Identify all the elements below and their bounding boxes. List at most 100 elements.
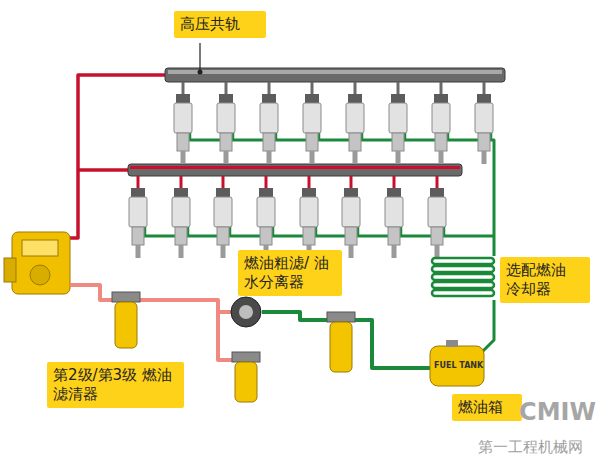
injector-nozzle — [224, 151, 229, 164]
injector-cap — [305, 94, 319, 103]
injector-stem — [435, 133, 447, 151]
injector-body — [214, 197, 232, 227]
injector-stem — [303, 227, 315, 245]
feed-pipe — [311, 82, 314, 94]
label-box: 高压共轨 — [174, 11, 266, 38]
injector-nozzle — [396, 151, 401, 164]
fuel-tank-cap — [446, 340, 458, 347]
injector-cap — [344, 188, 358, 197]
injector-body — [389, 103, 407, 133]
label-box: 第2级/第3级 燃油滤清器 — [47, 362, 184, 408]
injector-body — [342, 197, 360, 227]
injector-cap — [387, 188, 401, 197]
high-pressure-line — [70, 75, 166, 238]
injector-nozzle — [392, 245, 397, 258]
high-pressure-line — [78, 168, 128, 172]
injector-cap — [174, 188, 188, 197]
injector-body — [174, 103, 192, 133]
injector-body — [300, 197, 318, 227]
tank-marking: FUEL TANK — [434, 361, 483, 370]
injector-cap — [131, 188, 145, 197]
filter-canister — [235, 362, 257, 402]
injector-nozzle — [439, 151, 444, 164]
box-label: 高压共轨 — [180, 15, 260, 34]
fuel-pump-detail — [30, 265, 50, 285]
injector-stem — [263, 133, 275, 151]
feed-pipe — [397, 82, 400, 94]
injector-stem — [132, 227, 144, 245]
injector-cap — [391, 94, 405, 103]
injector-nozzle — [179, 245, 184, 258]
injector-body — [385, 197, 403, 227]
injector-nozzle — [267, 151, 272, 164]
fuel-pump — [12, 232, 70, 294]
leader-line — [199, 43, 200, 70]
low-pressure-line — [218, 310, 232, 314]
fuel-rail-highlight — [168, 70, 502, 74]
return-line — [183, 140, 494, 256]
injector-stem — [349, 133, 361, 151]
injector-body — [129, 197, 147, 227]
injector-body — [432, 103, 450, 133]
transfer-pump-gear — [239, 305, 253, 319]
injector-cap — [262, 94, 276, 103]
injector-stem — [388, 227, 400, 245]
injector-stem — [306, 133, 318, 151]
injector-stem — [220, 133, 232, 151]
injector-cap — [430, 188, 444, 197]
feed-pipe — [350, 176, 353, 188]
injector-nozzle — [435, 245, 440, 258]
injector-cap — [259, 188, 273, 197]
injector-body — [172, 197, 190, 227]
box-label: 选配燃油 冷却器 — [506, 261, 584, 299]
label-box: 选配燃油 冷却器 — [500, 257, 590, 303]
injector-cap — [219, 94, 233, 103]
fuel-pump-detail — [22, 240, 58, 256]
label-box: 燃油粗滤/ 油水分离器 — [238, 250, 342, 296]
injector-body — [260, 103, 278, 133]
injector-stem — [431, 227, 443, 245]
injector-cap — [348, 94, 362, 103]
fuel-tank — [430, 346, 484, 386]
injector-nozzle — [353, 151, 358, 164]
feed-pipe — [225, 82, 228, 94]
injector-cap — [216, 188, 230, 197]
box-label: 第2级/第3级 燃油滤清器 — [53, 366, 178, 404]
fuel-rail-line — [130, 166, 460, 169]
feed-pipe — [393, 176, 396, 188]
injector-body — [346, 103, 364, 133]
low-pressure-line — [140, 300, 232, 360]
injector-nozzle — [310, 151, 315, 164]
feed-pipe — [180, 176, 183, 188]
injector-nozzle — [136, 245, 141, 258]
feed-pipe — [265, 176, 268, 188]
cooler-coil — [432, 266, 494, 272]
injector-stem — [478, 133, 490, 151]
cooler-coil — [432, 282, 494, 288]
filter-head — [232, 352, 260, 362]
cooler-coil — [432, 290, 494, 296]
injector-cap — [477, 94, 491, 103]
fuel-pump-shaft — [4, 258, 16, 282]
return-line — [482, 300, 494, 352]
filter-canister — [115, 302, 137, 348]
watermark: CMIW — [519, 398, 596, 426]
cooler-coil — [432, 258, 494, 264]
injector-body — [428, 197, 446, 227]
fuel-rail — [165, 68, 505, 82]
low-pressure-line — [70, 285, 112, 300]
label-box: 燃油箱 — [452, 394, 522, 421]
injector-cap — [176, 94, 190, 103]
feed-pipe — [182, 82, 185, 94]
feed-pipe — [354, 82, 357, 94]
feed-pipe — [268, 82, 271, 94]
feed-pipe — [483, 82, 486, 94]
filter-canister — [330, 322, 352, 372]
feed-pipe — [137, 176, 140, 188]
injector-stem — [177, 133, 189, 151]
transfer-pump — [231, 297, 261, 327]
supply-line — [354, 320, 432, 368]
watermark: 第一工程机械网 — [478, 438, 583, 457]
injector-body — [303, 103, 321, 133]
injector-cap — [302, 188, 316, 197]
